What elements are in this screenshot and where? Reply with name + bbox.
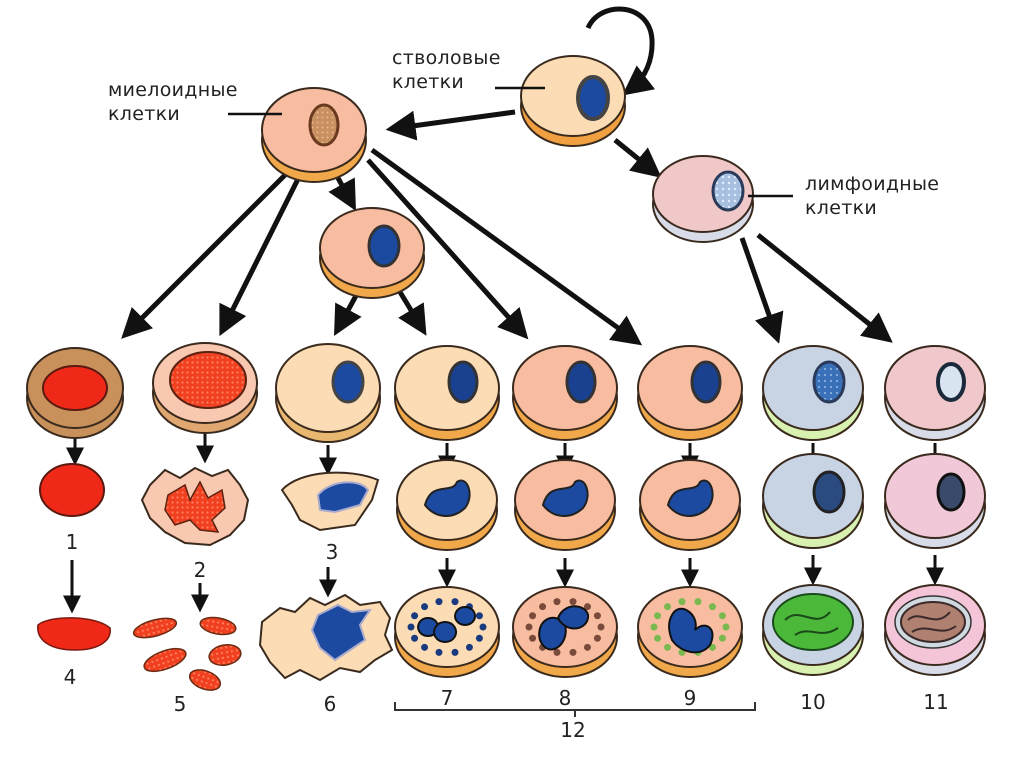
- promyelocyte-cell-9: [637, 345, 743, 441]
- number-9: 9: [683, 686, 697, 710]
- bracket-12: [394, 702, 756, 717]
- nucleus: [711, 170, 745, 212]
- prolymphocyte-cell-10: [762, 453, 864, 549]
- erythroblast-cell: [26, 347, 124, 439]
- nucleus: [812, 470, 846, 514]
- nucleus: [936, 362, 966, 402]
- nucleus: [812, 360, 846, 404]
- nucleus: [308, 103, 340, 147]
- nucleus: [690, 360, 722, 404]
- number-3: 3: [325, 540, 339, 564]
- megakaryoblast-cell: [152, 342, 258, 434]
- monocyte-cell-11: [884, 584, 986, 676]
- myeloid-progenitor-cell: [261, 87, 367, 183]
- stem-label-line2: клетки: [392, 71, 465, 93]
- nucleus: [367, 224, 401, 268]
- cells-layer: [26, 55, 986, 691]
- stem-label-line1: стволовые: [392, 47, 501, 69]
- reticulocyte-cell: [39, 463, 105, 517]
- lymphoblast-cell-10: [762, 345, 864, 441]
- myeloid-label-line2: клетки: [108, 103, 181, 125]
- neutrophil-cell-8: [512, 586, 618, 678]
- number-2: 2: [193, 558, 207, 582]
- small-arrows-layer: [63, 433, 944, 614]
- self-renew-arrow: [585, 6, 656, 96]
- arrow-lymphoid-to-11: [756, 233, 893, 343]
- arrow-blast-to-3: [334, 290, 362, 336]
- lymphoid-label: лимфоидные клетки: [805, 172, 939, 220]
- arrow-myeloid-to-8: [366, 158, 529, 340]
- nucleus: [565, 360, 597, 404]
- lymphoid-progenitor-cell: [652, 155, 754, 243]
- lymphoid-label-line1: лимфоидные: [805, 173, 940, 195]
- lymphocyte-cell-10: [762, 584, 864, 676]
- number-8: 8: [558, 686, 572, 710]
- nucleus: [576, 75, 610, 121]
- stem-cell: [520, 55, 626, 147]
- myeloid-label: миелоидные клетки: [108, 78, 238, 126]
- platelets: [132, 616, 242, 691]
- erythrocyte-cell: [37, 617, 111, 651]
- eosinophil-cell-9: [637, 586, 743, 678]
- basophil-cell-7: [394, 586, 500, 678]
- prolymphocyte-cell-11: [884, 453, 986, 549]
- number-11: 11: [923, 690, 949, 714]
- megakaryocyte-cell: [140, 466, 250, 547]
- myelocyte-cell-8: [514, 459, 616, 551]
- stem-label: стволовые клетки: [392, 46, 501, 94]
- lymphoblast-cell-11: [884, 345, 986, 441]
- arrow-stem-to-myeloid: [385, 109, 516, 141]
- myeloblast-cell: [319, 207, 425, 299]
- arrow-myeloid-to-2: [219, 173, 303, 337]
- arrow-myeloid-to-9: [370, 147, 643, 346]
- number-4: 4: [63, 665, 77, 689]
- arrow-myeloid-to-1: [121, 168, 292, 339]
- nucleus: [447, 360, 479, 404]
- arrow-myeloid-to-blast: [328, 176, 356, 211]
- arrow-lymphoid-to-10: [739, 237, 784, 344]
- label-leaders: [228, 86, 793, 198]
- lymphoid-label-line2: клетки: [805, 197, 878, 219]
- promyelocyte-cell-7: [394, 345, 500, 441]
- arrow-blast-to-7: [397, 290, 427, 336]
- number-6: 6: [323, 692, 337, 716]
- number-1: 1: [65, 530, 79, 554]
- number-12: 12: [560, 718, 586, 742]
- number-5: 5: [173, 692, 187, 716]
- promyelocyte-cell-8: [512, 345, 618, 441]
- myelocyte-cell-9: [639, 459, 741, 551]
- macrophage-cell: [258, 593, 394, 682]
- arrow-stem-to-lymphoid: [613, 138, 662, 178]
- monoblast-cell: [275, 343, 381, 443]
- nucleus: [936, 472, 966, 512]
- promonocyte-cell: [280, 471, 380, 532]
- myelocyte-cell-7: [396, 459, 498, 551]
- nucleus: [331, 360, 365, 404]
- number-7: 7: [440, 686, 454, 710]
- number-10: 10: [800, 690, 826, 714]
- arrows-layer: [121, 6, 893, 346]
- myeloid-label-line1: миелоидные: [108, 79, 238, 101]
